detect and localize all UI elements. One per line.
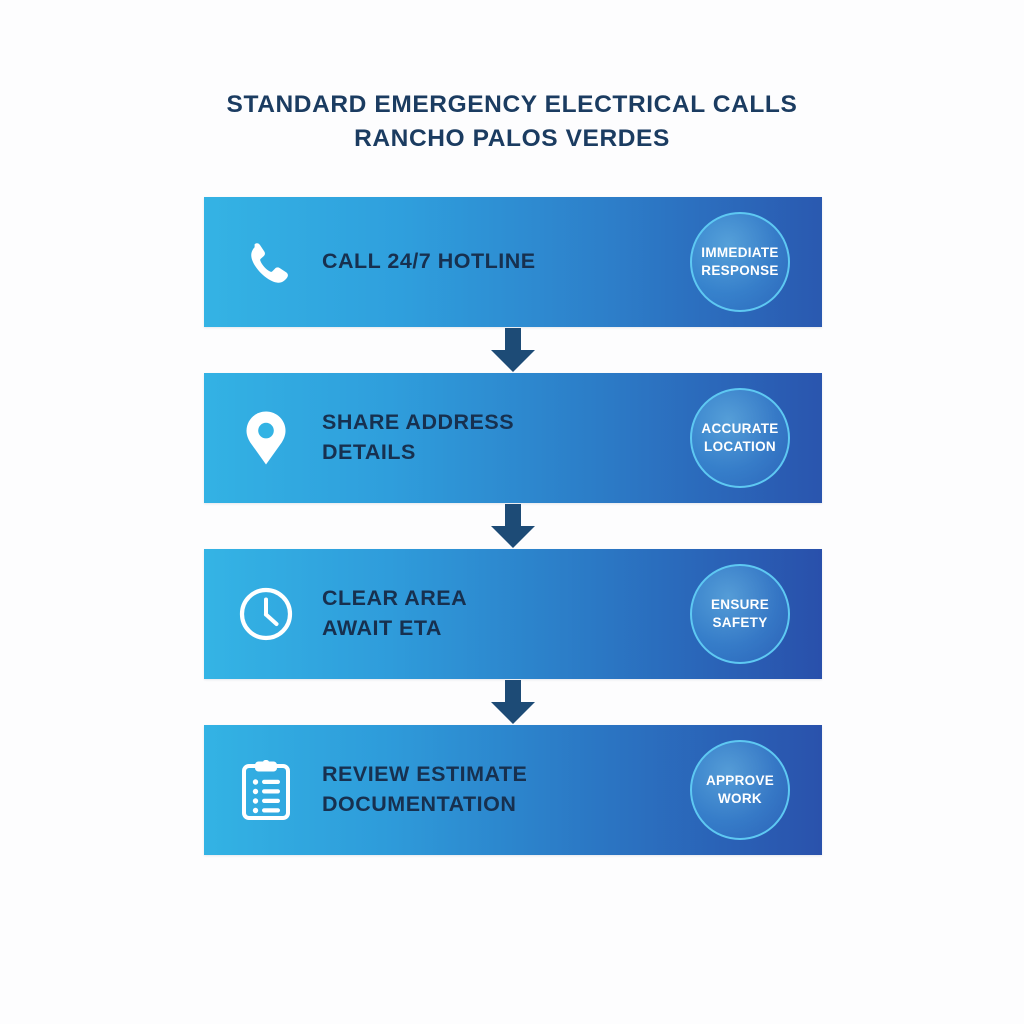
connector-1 xyxy=(204,327,822,373)
step-1-badge-line-2: RESPONSE xyxy=(701,263,779,278)
connector-2 xyxy=(204,503,822,549)
step-2-badge-line-1: ACCURATE xyxy=(701,421,779,437)
step-4-label: REVIEW ESTIMATE DOCUMENTATION xyxy=(314,760,822,819)
process-step-1[interactable]: CALL 24/7 HOTLINE IMMEDIATE RESPONSE xyxy=(204,197,822,327)
step-3-label-line-1: CLEAR AREA xyxy=(322,586,468,611)
connector-3 xyxy=(204,679,822,725)
step-4-badge[interactable]: APPROVE WORK xyxy=(690,740,790,840)
arrow-down-icon xyxy=(491,328,535,372)
process-step-3[interactable]: CLEAR AREA AWAIT ETA ENSURE SAFETY xyxy=(204,549,822,679)
title-line-1: STANDARD EMERGENCY ELECTRICAL CALLS xyxy=(226,91,798,118)
arrow-down-icon xyxy=(491,504,535,548)
step-3-badge-line-1: ENSURE xyxy=(710,597,770,613)
clipboard-checklist-icon xyxy=(218,760,314,820)
page-title: STANDARD EMERGENCY ELECTRICAL CALLS RANC… xyxy=(0,88,1024,156)
step-2-badge-line-2: LOCATION xyxy=(704,439,776,454)
process-step-4[interactable]: REVIEW ESTIMATE DOCUMENTATION APPROVE WO… xyxy=(204,725,822,855)
step-1-label-line-1: CALL 24/7 HOTLINE xyxy=(322,249,536,274)
map-pin-icon xyxy=(218,410,314,466)
step-2-badge[interactable]: ACCURATE LOCATION xyxy=(690,388,790,488)
step-4-label-line-1: REVIEW ESTIMATE xyxy=(322,762,528,787)
clock-icon xyxy=(218,586,314,642)
step-4-label-line-2: DOCUMENTATION xyxy=(322,792,517,816)
step-4-badge-line-1: APPROVE xyxy=(705,773,775,789)
arrow-down-icon xyxy=(491,680,535,724)
step-2-label-line-2: DETAILS xyxy=(322,440,416,464)
step-4-badge-line-2: WORK xyxy=(718,791,762,806)
step-3-label-line-2: AWAIT ETA xyxy=(322,616,442,640)
step-1-label: CALL 24/7 HOTLINE xyxy=(314,247,822,277)
step-2-label-line-1: SHARE ADDRESS xyxy=(322,410,515,435)
process-step-2[interactable]: SHARE ADDRESS DETAILS ACCURATE LOCATION xyxy=(204,373,822,503)
step-1-badge-line-1: IMMEDIATE xyxy=(701,245,779,261)
step-3-label: CLEAR AREA AWAIT ETA xyxy=(314,584,822,643)
step-3-badge[interactable]: ENSURE SAFETY xyxy=(690,564,790,664)
title-line-2: RANCHO PALOS VERDES xyxy=(354,124,670,152)
step-1-badge[interactable]: IMMEDIATE RESPONSE xyxy=(690,212,790,312)
phone-icon xyxy=(218,236,314,288)
step-3-badge-line-2: SAFETY xyxy=(712,615,768,630)
process-steps-list: CALL 24/7 HOTLINE IMMEDIATE RESPONSE SH xyxy=(204,197,822,855)
step-2-label: SHARE ADDRESS DETAILS xyxy=(314,408,822,467)
